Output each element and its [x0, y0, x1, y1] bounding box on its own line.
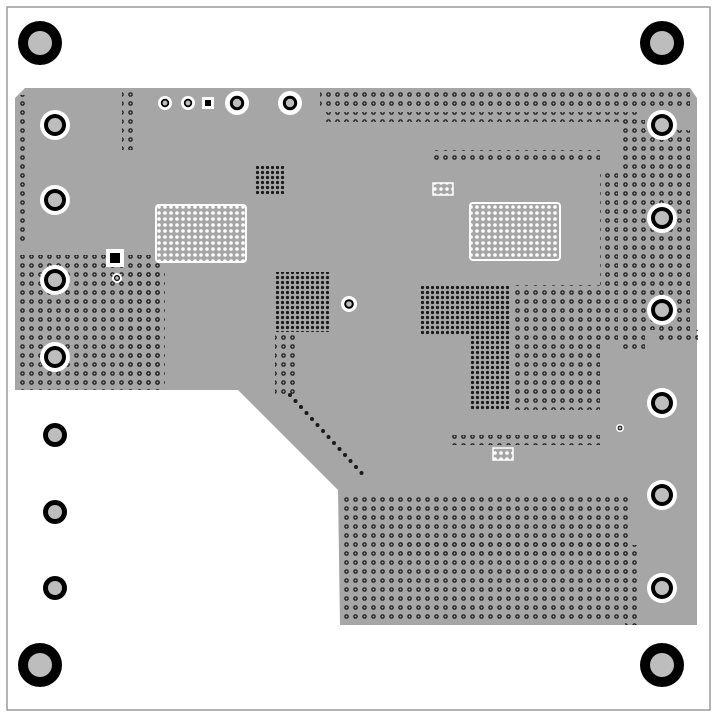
square-pad: [205, 100, 211, 106]
via-field: [620, 120, 645, 350]
via: [304, 411, 309, 415]
mounting-hole-center: [48, 273, 62, 287]
via-field: [320, 90, 690, 110]
via: [354, 465, 358, 469]
via-field: [400, 540, 625, 555]
mounting-hole-center: [48, 118, 62, 132]
mounting-hole-center: [655, 211, 669, 225]
mounting-hole-center: [48, 428, 62, 442]
via-fields: [20, 90, 698, 625]
mounting-hole-center: [655, 303, 669, 317]
mounting-hole-center: [655, 488, 669, 502]
via: [326, 435, 331, 439]
via: [321, 429, 325, 433]
pad-hole: [285, 98, 295, 108]
via: [293, 399, 298, 403]
mounting-hole-center: [48, 505, 62, 519]
via-field: [275, 335, 295, 395]
bga-footprint: [469, 202, 561, 261]
pad-hole: [185, 100, 191, 106]
via-field: [470, 300, 510, 410]
via-field: [625, 545, 637, 625]
via-field: [340, 495, 630, 620]
connector-pads: [492, 447, 514, 461]
mounting-hole-center: [655, 118, 669, 132]
via: [332, 441, 336, 445]
mounting-hole-center: [650, 653, 674, 677]
via-field: [430, 150, 600, 160]
via: [299, 405, 303, 409]
pad-hole: [618, 426, 622, 430]
via-field: [515, 285, 600, 410]
via: [337, 447, 342, 451]
via-field: [122, 90, 134, 150]
mounting-holes: [18, 21, 684, 687]
pad-hole: [232, 98, 242, 108]
via-field: [450, 435, 600, 445]
mounting-hole-center: [28, 31, 52, 55]
via-field: [125, 270, 165, 390]
via-field: [275, 272, 330, 332]
mounting-hole-center: [48, 350, 62, 364]
mounting-hole-center: [650, 31, 674, 55]
mounting-hole-center: [655, 396, 669, 410]
via-field: [600, 170, 618, 340]
square-pad: [110, 253, 120, 263]
pad-hole: [162, 100, 168, 106]
mounting-hole-center: [48, 193, 62, 207]
via-field: [20, 95, 28, 245]
connector-pads: [432, 182, 454, 196]
via: [288, 393, 292, 397]
via: [310, 417, 314, 421]
mounting-hole-center: [48, 581, 62, 595]
mounting-hole-center: [28, 653, 52, 677]
pad-hole: [346, 301, 352, 307]
pad-hole: [115, 276, 119, 280]
via: [343, 453, 347, 457]
via: [348, 459, 353, 463]
mounting-hole-center: [655, 581, 669, 595]
via-field: [255, 165, 285, 195]
via: [359, 471, 364, 475]
via-field: [658, 330, 698, 342]
bga-footprint: [155, 204, 247, 263]
via: [315, 423, 320, 427]
via-field: [325, 112, 640, 122]
